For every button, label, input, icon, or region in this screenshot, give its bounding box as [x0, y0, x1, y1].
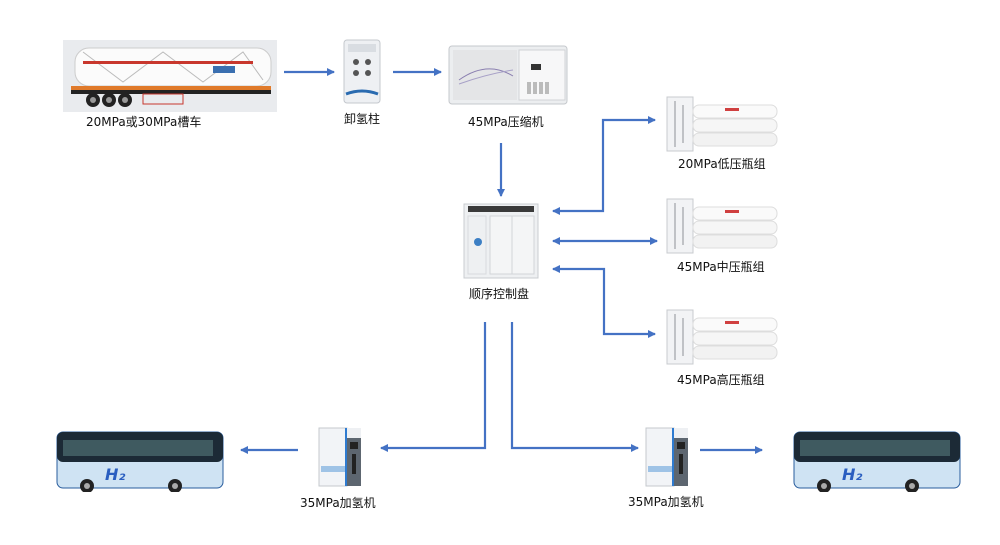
dispenser-icon	[318, 427, 361, 487]
bus-right-node: H₂	[792, 430, 962, 493]
tube-trailer-icon	[63, 40, 277, 112]
compressor-node	[447, 40, 569, 106]
bus-left-node: H₂	[55, 430, 225, 493]
hydrogen-bus-icon: H₂	[56, 431, 224, 493]
dispenser-icon	[645, 427, 688, 487]
low-pressure-bank-label: 20MPa低压瓶组	[678, 157, 766, 171]
mid-pressure-bank-node	[665, 197, 780, 255]
arrow-low-bank-panel	[552, 116, 656, 215]
unloading-post-node	[342, 38, 382, 105]
unloading-post-label: 卸氢柱	[344, 112, 381, 126]
sequence-panel-node	[462, 200, 540, 280]
hydrogen-bus-icon: H₂	[793, 431, 961, 493]
dispenser-left-node	[317, 426, 363, 488]
low-pressure-bank-node	[665, 95, 780, 153]
control-cabinet-icon	[463, 203, 539, 279]
arrow-high-bank-panel	[552, 265, 656, 338]
tube-trailer-node	[63, 40, 277, 112]
arrow-panel-to-left-dispenser	[380, 322, 487, 452]
svg-text:H₂: H₂	[842, 465, 862, 484]
unloading-post-icon	[343, 39, 381, 104]
cylinder-bank-icon	[666, 309, 778, 365]
high-pressure-bank-label: 45MPa高压瓶组	[677, 373, 765, 387]
dispenser-right-node	[644, 426, 690, 488]
tube-trailer-label: 20MPa或30MPa槽车	[86, 115, 202, 129]
cylinder-bank-icon	[666, 198, 778, 254]
high-pressure-bank-node	[665, 308, 780, 366]
sequence-panel-label: 顺序控制盘	[469, 287, 530, 301]
arrow-panel-to-right-dispenser	[510, 322, 639, 452]
dispenser-left-label: 35MPa加氢机	[300, 496, 376, 510]
compressor-label: 45MPa压缩机	[468, 115, 544, 129]
mid-pressure-bank-label: 45MPa中压瓶组	[677, 260, 765, 274]
cylinder-bank-icon	[666, 96, 778, 152]
svg-text:H₂: H₂	[105, 465, 125, 484]
compressor-icon	[448, 45, 568, 105]
dispenser-right-label: 35MPa加氢机	[628, 495, 704, 509]
